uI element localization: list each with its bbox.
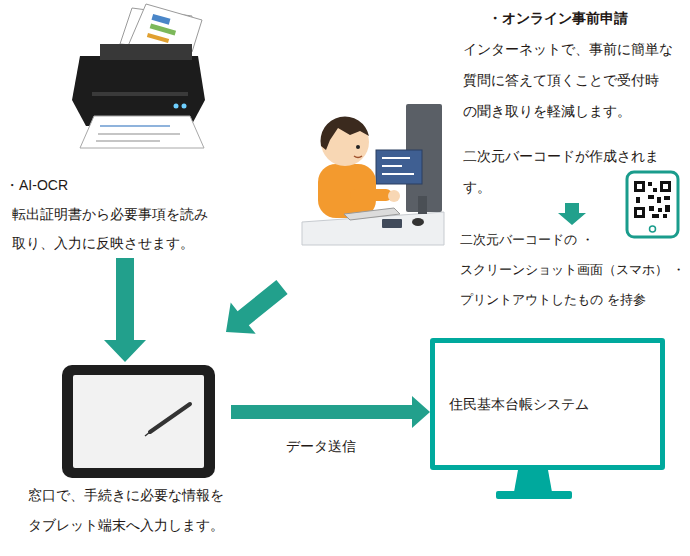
person-arm: [350, 189, 392, 201]
node-text: 窓口で、手続きに必要な情報を タブレット端末へ入力します。: [28, 480, 231, 540]
qr-module: [657, 197, 661, 203]
person-hair: [320, 116, 369, 150]
node-text: 二次元バーコードの ・スクリーンショット画面（スマホ） ・プリントアウトしたもの…: [460, 225, 685, 315]
qr-module: [664, 196, 670, 200]
paper-chart: [147, 33, 169, 43]
text-node: ・AI-OCR転出証明書から必要事項を読み 取り、入力に反映させます。: [5, 171, 215, 258]
qr-module: [663, 214, 667, 218]
small-device: [382, 219, 402, 228]
keyboard: [344, 208, 400, 220]
qr-finder: [634, 207, 645, 218]
qr-ground: [633, 180, 672, 220]
block-arrow: [558, 203, 586, 225]
qr-module: [653, 188, 657, 192]
node-text: インターネットで、事前に簡単な 質問に答えて頂くことで受付時 の聞き取りを軽減し…: [463, 34, 676, 127]
qr-finder: [634, 181, 645, 192]
block-arrow: [231, 396, 430, 428]
qr-module: [665, 205, 670, 212]
tablet-screen: [73, 375, 204, 468]
mouse: [412, 218, 424, 226]
block-arrow: [226, 280, 288, 334]
scanner-slot: [100, 44, 192, 60]
qr-module: [648, 195, 654, 199]
qr-module: [649, 206, 654, 211]
scanner-line: [92, 92, 188, 96]
phone-button: [650, 226, 656, 232]
screen-line: [382, 173, 414, 175]
node-text: 転出証明書から必要事項を読み 取り、入力に反映させます。: [12, 200, 215, 258]
person-eye: [356, 145, 360, 149]
tablet: [62, 365, 215, 478]
qr-finder-hole: [663, 184, 668, 189]
monitor-box: 住民基本台帳システム: [430, 338, 665, 470]
qr-module: [636, 197, 640, 203]
text-node: 窓口で、手続きに必要な情報を タブレット端末へ入力します。: [28, 362, 231, 540]
stylus-tip: [145, 432, 150, 436]
scanner-output-paper: [80, 116, 204, 148]
edge-label: データ送信: [283, 436, 359, 456]
paper-line: [98, 133, 180, 135]
node-text: ・AI-OCR: [5, 171, 215, 200]
person-mouth: [354, 156, 362, 158]
qr-module: [648, 182, 652, 186]
pc-screen: [376, 150, 422, 184]
stylus: [150, 404, 190, 432]
node-text: 二次元バーコードが作成されま す。: [463, 141, 676, 203]
monitor-stand: [418, 196, 427, 214]
qr-finder: [660, 181, 671, 192]
paper-line: [96, 140, 160, 142]
paper-line: [100, 125, 170, 127]
screen-line: [382, 157, 410, 159]
qr-module: [658, 208, 662, 212]
paper-chart: [150, 23, 176, 35]
monitor-base: [496, 491, 572, 499]
person-hand: [388, 190, 400, 202]
block-arrow: [104, 258, 146, 362]
text-node: 二次元バーコードの ・スクリーンショット画面（スマホ） ・プリントアウトしたもの…: [460, 225, 685, 315]
monitor-stand: [514, 470, 552, 492]
paper-chart: [151, 14, 170, 25]
qr-module: [652, 214, 659, 218]
qr-finder-hole: [637, 210, 642, 215]
scanner-light: [174, 104, 179, 109]
text-node: ・オンライン事前申請インターネットで、事前に簡単な 質問に答えて頂くことで受付時…: [463, 3, 676, 203]
node-text: ・オンライン事前申請: [488, 3, 676, 34]
node-text: 住民基本台帳システム: [449, 392, 589, 416]
phone: [627, 172, 678, 237]
qr-finder-hole: [637, 184, 642, 189]
screen-line: [382, 165, 402, 167]
scanner-light: [182, 104, 187, 109]
